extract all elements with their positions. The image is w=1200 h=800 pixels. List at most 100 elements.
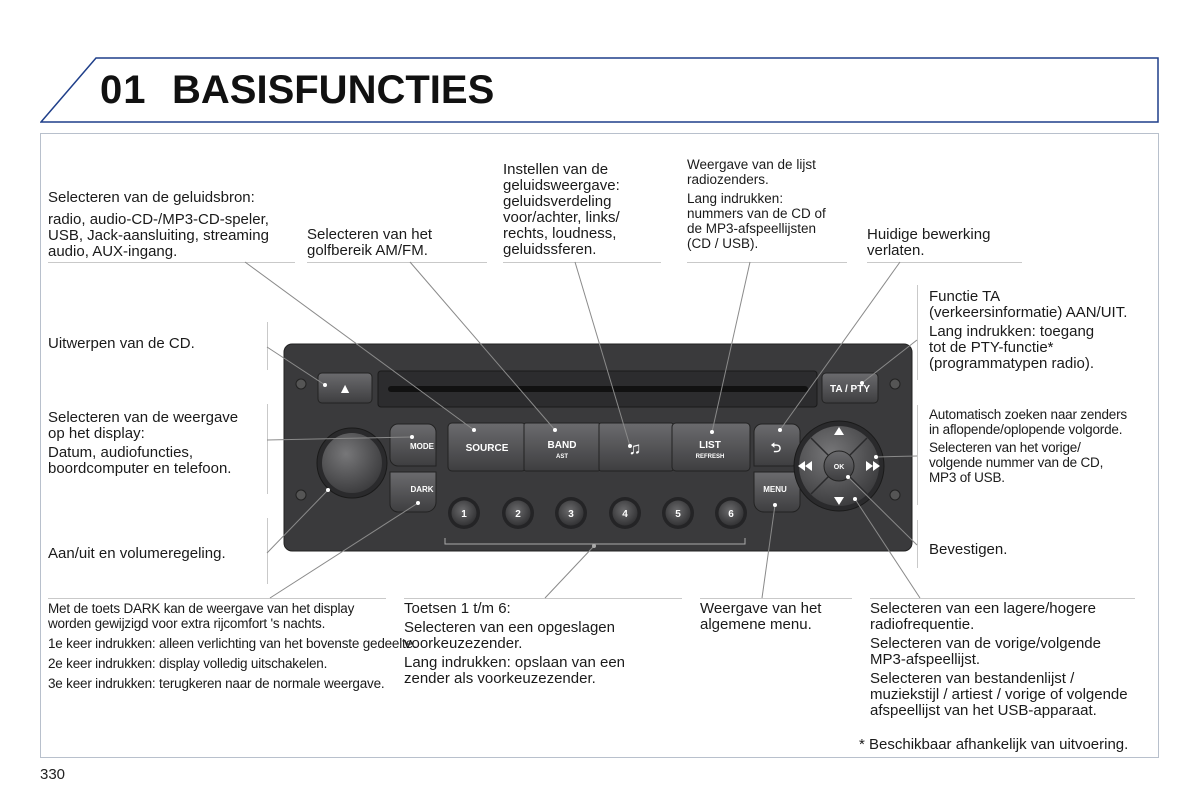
- svg-text:3: 3: [568, 509, 574, 520]
- annotation-presets: Toetsen 1 t/m 6: Selecteren van een opge…: [404, 600, 626, 687]
- separator: [867, 262, 1022, 263]
- footnote: * Beschikbaar afhankelijk van uitvoering…: [859, 736, 1129, 753]
- svg-text:DARK: DARK: [410, 485, 433, 494]
- svg-text:SOURCE: SOURCE: [466, 443, 509, 454]
- seek-forward-icon[interactable]: [866, 461, 880, 471]
- leader-dot: [472, 428, 476, 432]
- separator: [700, 598, 852, 599]
- ok-button[interactable]: OK: [823, 450, 855, 482]
- separator: [267, 404, 268, 494]
- separator: [870, 598, 1135, 599]
- svg-text:4: 4: [622, 509, 628, 520]
- separator: [48, 598, 386, 599]
- separator: [503, 262, 661, 263]
- svg-text:OK: OK: [834, 464, 845, 471]
- leader-dot: [416, 501, 420, 505]
- preset-button-3[interactable]: 3: [555, 497, 587, 529]
- seek-back-icon[interactable]: [798, 461, 812, 471]
- separator: [267, 518, 268, 584]
- annotation-ta-pty: Functie TA (verkeersinformatie) AAN/UIT.…: [929, 288, 1128, 372]
- leader-dot: [846, 475, 850, 479]
- svg-text:LIST: LIST: [699, 440, 721, 451]
- down-arrow-icon[interactable]: [834, 497, 844, 505]
- back-arrow-icon: ⮌: [771, 440, 782, 455]
- svg-text:2: 2: [515, 509, 521, 520]
- content-frame: [40, 133, 1159, 758]
- separator: [48, 262, 295, 263]
- leader-dot: [773, 503, 777, 507]
- leader-dot: [410, 435, 414, 439]
- leader-dot: [553, 428, 557, 432]
- annotation-menu: Weergave van het algemene menu.: [700, 600, 822, 633]
- chapter-title: BASISFUNCTIES: [172, 68, 495, 112]
- source-button[interactable]: SOURCE: [447, 422, 527, 472]
- leader-lines: [244, 261, 921, 599]
- preset-button-2[interactable]: 2: [502, 497, 534, 529]
- leader-dot: [860, 381, 864, 385]
- preset-bracket: [444, 538, 746, 545]
- chapter-header-frame: [40, 57, 1159, 123]
- separator: [404, 598, 682, 599]
- annotation-audio: Instellen van de geluidsweergave: geluid…: [503, 161, 620, 258]
- svg-text:6: 6: [728, 509, 734, 520]
- chapter-number: 01: [100, 68, 147, 112]
- svg-text:BAND: BAND: [548, 440, 577, 451]
- svg-text:5: 5: [675, 509, 681, 520]
- svg-text:1: 1: [461, 509, 467, 520]
- svg-text:TA / PTY: TA / PTY: [830, 384, 870, 395]
- screw: [295, 489, 307, 501]
- leader-dot: [853, 497, 857, 501]
- annotation-source: Selecteren van de geluidsbron: radio, au…: [48, 189, 269, 260]
- screw: [295, 378, 307, 390]
- annotation-list: Weergave van de lijst radiozenders. Lang…: [687, 157, 826, 251]
- separator: [917, 520, 918, 568]
- screw: [889, 489, 901, 501]
- annotation-power: Aan/uit en volumeregeling.: [48, 545, 226, 562]
- list-button[interactable]: LIST REFRESH: [671, 422, 751, 472]
- leader-dot: [874, 455, 878, 459]
- annotation-display: Selecteren van de weergave op het displa…: [48, 409, 239, 477]
- separator: [267, 322, 268, 370]
- svg-text:MENU: MENU: [763, 485, 787, 494]
- up-arrow-icon[interactable]: [834, 427, 844, 435]
- separator: [917, 405, 918, 505]
- svg-text:REFRESH: REFRESH: [696, 454, 725, 460]
- svg-text:MODE: MODE: [410, 442, 435, 451]
- annotation-band: Selecteren van het golfbereik AM/FM.: [307, 226, 433, 259]
- volume-knob[interactable]: [316, 427, 388, 499]
- band-button[interactable]: BAND AST: [523, 422, 601, 472]
- mode-button[interactable]: MODE: [389, 423, 437, 467]
- annotation-updown: Selecteren van een lagere/hogere radiofr…: [870, 600, 1128, 719]
- screw: [889, 378, 901, 390]
- dark-button[interactable]: DARK: [389, 471, 437, 513]
- music-note-icon: ♫: [629, 439, 642, 458]
- preset-button-5[interactable]: 5: [662, 497, 694, 529]
- annotation-seek: Automatisch zoeken naar zenders in aflop…: [929, 407, 1127, 485]
- annotation-eject: Uitwerpen van de CD.: [48, 335, 195, 352]
- svg-text:AST: AST: [556, 454, 568, 460]
- back-button[interactable]: ⮌: [753, 423, 801, 467]
- leader-dot: [592, 544, 596, 548]
- separator: [307, 262, 487, 263]
- menu-button[interactable]: MENU: [753, 471, 801, 513]
- leader-dot: [628, 444, 632, 448]
- separator: [687, 262, 847, 263]
- separator: [917, 285, 918, 380]
- annotation-dark: Met de toets DARK kan de weergave van he…: [48, 601, 417, 691]
- leader-dot: [778, 428, 782, 432]
- annotation-confirm: Bevestigen.: [929, 541, 1008, 558]
- leader-dot: [326, 488, 330, 492]
- leader-dot: [323, 383, 327, 387]
- cd-slot: [388, 386, 808, 392]
- eject-button[interactable]: ▲: [317, 372, 373, 404]
- preset-button-6[interactable]: 6: [715, 497, 747, 529]
- page-number: 330: [40, 766, 66, 783]
- annotation-exit: Huidige bewerking verlaten.: [867, 226, 991, 259]
- audio-settings-button[interactable]: ♫: [598, 422, 674, 472]
- ta-pty-button[interactable]: TA / PTY: [821, 372, 879, 404]
- preset-button-4[interactable]: 4: [609, 497, 641, 529]
- leader-dot: [710, 430, 714, 434]
- eject-icon: ▲: [338, 380, 352, 396]
- preset-button-1[interactable]: 1: [448, 497, 480, 529]
